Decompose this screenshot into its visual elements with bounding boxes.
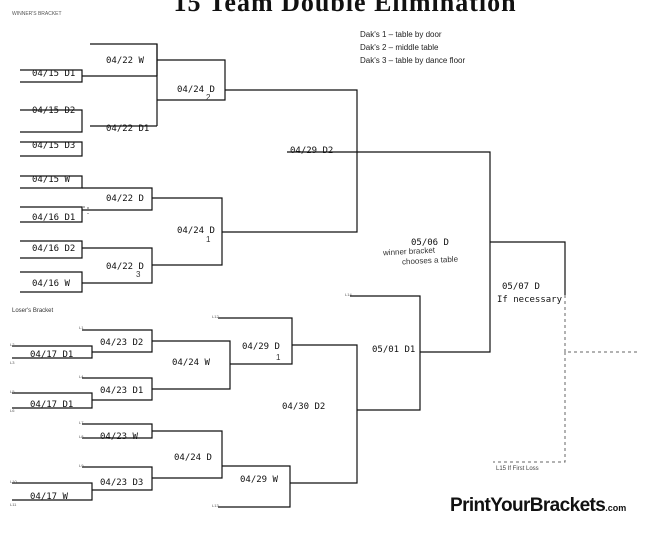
legend-item-3: Dak's 3 – table by dance floor bbox=[360, 56, 466, 65]
logo-suffix: .com bbox=[605, 503, 627, 513]
slot-label: L6 bbox=[10, 408, 15, 413]
match-label-w-r1-3: 04/15 D3 bbox=[32, 141, 76, 151]
small-header-text: WINNER'S BRACKET bbox=[12, 11, 62, 17]
slot-label: L5 bbox=[10, 389, 15, 394]
match-label-final-1: 05/06 D bbox=[410, 238, 450, 248]
match-label-l-r2-2: 04/23 D1 bbox=[100, 386, 144, 396]
slot-label: L11 bbox=[10, 502, 17, 507]
slot-label: L10 bbox=[10, 479, 17, 484]
legend-item-2: Dak's 2 – middle table bbox=[360, 43, 439, 52]
slot-label: L13 bbox=[212, 503, 219, 508]
match-label-l-r4-2: 04/29 W bbox=[240, 475, 278, 485]
match-label-final-2: 05/07 D bbox=[502, 282, 540, 292]
match-label-w-r2-3: 04/22 D bbox=[106, 194, 144, 204]
match-label-w-r2-4: 04/22 D bbox=[106, 262, 144, 272]
handwritten-note-2: 2 bbox=[206, 93, 211, 102]
table-legend: Dak's 1 – table by door Dak's 2 – middle… bbox=[360, 28, 465, 67]
slot-label: L3 bbox=[10, 360, 15, 365]
losers-bracket-label: Loser's Bracket bbox=[12, 308, 54, 314]
match-label-l-r3-1: 04/24 W bbox=[172, 358, 210, 368]
slot-label: L14 bbox=[345, 292, 352, 297]
logo-text: PrintYourBrackets bbox=[450, 495, 606, 516]
printyourbrackets-logo: PrintYourBrackets.com bbox=[450, 495, 626, 517]
slot-label: L2 bbox=[10, 342, 15, 347]
match-label-w-r1-2: 04/15 D2 bbox=[32, 106, 76, 116]
handwritten-note-1: 1 bbox=[206, 235, 211, 244]
match-label-w-r1-5: 04/16 D1 bbox=[32, 213, 76, 223]
if-necessary-label: If necessary bbox=[497, 295, 563, 305]
match-label-l-r5: 04/30 D2 bbox=[282, 402, 326, 412]
loser-last-label: L15 If First Loss bbox=[496, 466, 539, 472]
legend-item-1: Dak's 1 – table by door bbox=[360, 30, 442, 39]
match-label-l-r2-1: 04/23 D2 bbox=[100, 338, 144, 348]
slot-label: L4 bbox=[79, 374, 84, 379]
slot-label: L7 bbox=[79, 420, 84, 425]
match-label-l-r2-4: 04/23 D3 bbox=[100, 478, 144, 488]
slot-label: L8 bbox=[79, 434, 84, 439]
match-label-l-r1-1: 04/17 D1 bbox=[30, 350, 74, 360]
match-label-l-r3-2: 04/24 D bbox=[174, 453, 212, 463]
match-label-w-r1-6: 04/16 D2 bbox=[32, 244, 76, 254]
match-label-w-r4: 04/29 D2 bbox=[290, 146, 334, 156]
match-label-w-r1-4: 04/15 W bbox=[32, 175, 70, 185]
match-label-w-r3-2: 04/24 D bbox=[177, 226, 215, 236]
page-title: 15 Team Double Elimination bbox=[173, 0, 517, 17]
slot-label: L9 bbox=[79, 463, 84, 468]
match-label-w-r3-1: 04/24 D bbox=[177, 85, 215, 95]
handwritten-note-1b: 1 bbox=[276, 353, 281, 362]
match-label-w-r2-2: 04/22 D1 bbox=[106, 124, 150, 134]
match-label-l-r4-1: 04/29 D bbox=[242, 342, 280, 352]
slot-label: L12 bbox=[212, 314, 219, 319]
handwritten-note-3: 3 bbox=[136, 270, 141, 279]
match-label-l-r1-3: 04/17 W bbox=[30, 492, 68, 502]
match-label-l-r2-3: 04/23 W bbox=[100, 432, 138, 442]
match-label-l-r6: 05/01 D1 bbox=[372, 345, 416, 355]
match-label-w-r2-1: 04/22 W bbox=[106, 56, 144, 66]
match-label-l-r1-2: 04/17 D1 bbox=[30, 400, 74, 410]
slot-label: L1 bbox=[79, 325, 84, 330]
match-label-w-r1-1: 04/15 D1 bbox=[32, 69, 76, 79]
match-label-w-r1-7: 04/16 W bbox=[32, 279, 70, 289]
